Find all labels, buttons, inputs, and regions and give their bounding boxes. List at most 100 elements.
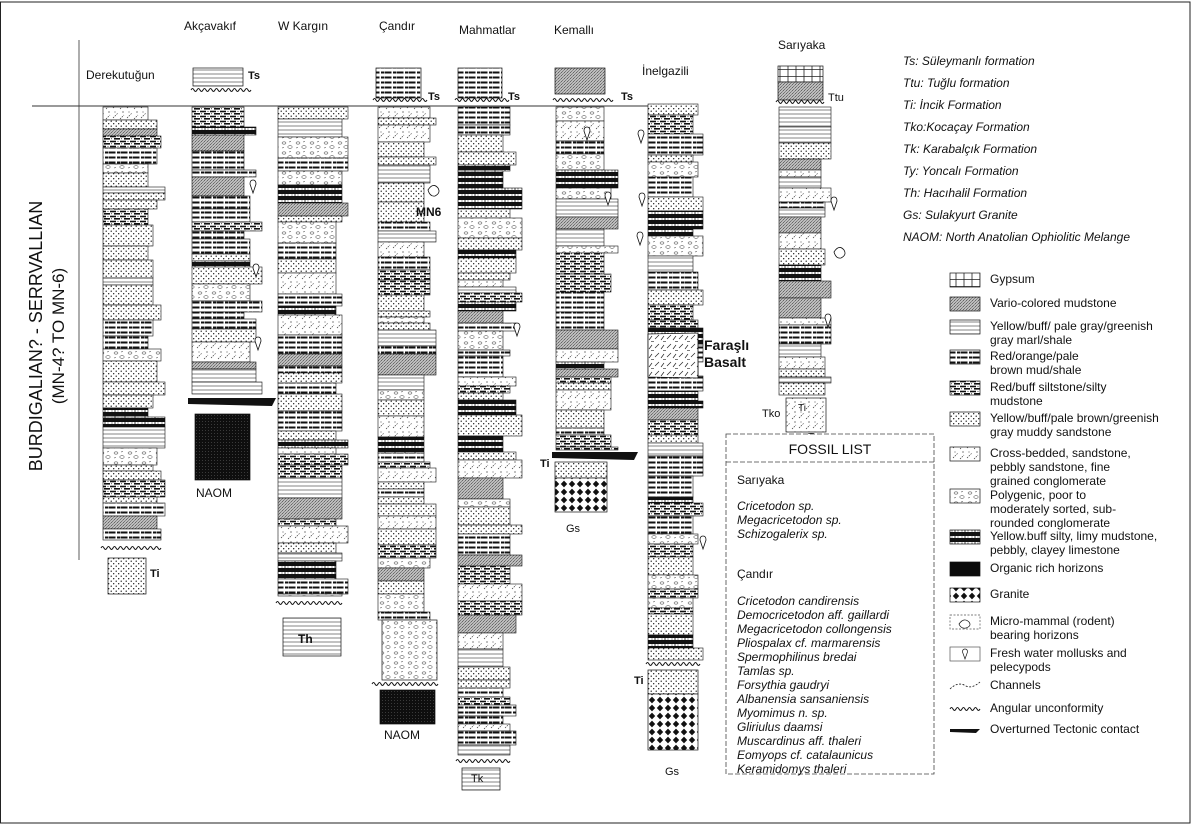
fossil-taxon: Megacricetodon collongensis	[737, 622, 892, 636]
bed-sand	[458, 507, 510, 525]
bed-congl	[648, 575, 698, 589]
bed-marl	[103, 427, 165, 448]
bed-silt	[556, 253, 604, 274]
column-sariyaka	[779, 107, 831, 395]
legend-label-mammal: Micro-mammal (rodent)	[990, 614, 1115, 628]
bed-cross	[556, 390, 611, 410]
section-name-sariyaka: Sarıyaka	[778, 38, 826, 52]
bed-sand	[103, 173, 148, 187]
bed-ti-inelgazili	[648, 670, 698, 694]
bed-lime	[278, 440, 348, 448]
bed-mud	[556, 292, 604, 312]
fossil-taxon: Keramidomys thaleri	[737, 762, 847, 776]
legend-label-mud: Red/orange/pale	[990, 349, 1079, 363]
bed-silt	[648, 320, 698, 328]
bed-sand	[378, 183, 424, 202]
bed-cross	[278, 526, 348, 543]
farasli-basalt-body	[648, 333, 698, 378]
legend-swatch-congl	[950, 489, 980, 503]
bed-vario	[556, 369, 618, 377]
bed-mud	[458, 356, 503, 377]
unit-label-gs-inelgazili: Gs	[665, 766, 680, 778]
bed-cross	[378, 107, 430, 118]
bed-cross	[556, 121, 604, 141]
bed-sand	[378, 581, 424, 594]
formation-item: Tk: Karabalçık Formation	[903, 142, 1037, 156]
mollusk-marker-3	[514, 323, 520, 336]
bed-sand	[378, 118, 436, 125]
bed-cross	[378, 242, 424, 257]
bed-vario	[378, 354, 436, 375]
fossil-taxon: Schizogalerix sp.	[737, 527, 828, 541]
bed-vario	[458, 478, 503, 499]
bed-vario	[458, 555, 522, 566]
unit-label-mn6-candir: MN6	[416, 205, 442, 219]
bed-vario	[192, 177, 244, 196]
unconformity-candir	[373, 99, 427, 102]
bed-silt	[192, 222, 262, 231]
bed-vario	[779, 217, 821, 233]
unit-label-naom-akcavakif: NAOM	[196, 486, 232, 500]
bed-cross	[278, 315, 342, 335]
bed-silt	[648, 305, 693, 320]
bed-sand	[458, 680, 510, 688]
bed-sand	[103, 260, 153, 278]
unit-label-th-wkargin: Th	[298, 632, 313, 646]
bed-lime	[779, 271, 821, 281]
fossil-taxon: Spermophilinus bredai	[737, 650, 857, 664]
legend-label-cross: grained conglomerate	[990, 474, 1106, 488]
bed-silt	[458, 293, 522, 302]
legend-label-vario: Vario-colored mudstone	[990, 296, 1117, 310]
unit-label-ti-derekutugun: Ti	[150, 568, 160, 580]
bed-mud	[378, 257, 430, 270]
fossil-locality: Çandır	[737, 567, 773, 581]
bed-sand	[779, 369, 825, 377]
section-name-candir: Çandır	[379, 19, 415, 33]
bed-vario	[278, 354, 342, 366]
bed-marl	[278, 478, 342, 498]
bed-mud	[192, 151, 244, 170]
bed-lime	[458, 302, 516, 311]
bed-lime	[648, 401, 703, 408]
bed-mud	[648, 134, 703, 155]
bed-cross	[103, 107, 148, 120]
bed-sand	[103, 361, 157, 382]
bed-mud	[648, 177, 693, 197]
legend-label-mollusk: pelecypods	[990, 660, 1051, 674]
legend-label-granite: Granite	[990, 587, 1030, 601]
bed-marl	[648, 443, 703, 456]
bed-lime	[556, 170, 618, 188]
bed-sand	[458, 393, 503, 400]
bed-sand	[278, 394, 342, 411]
bed-sand	[378, 504, 436, 516]
bed-silt	[103, 480, 165, 497]
unit-label-gs-kemalli: Gs	[566, 523, 581, 535]
legend-label-mammal: bearing horizons	[990, 628, 1079, 642]
unconformity-mahmatlar-base	[456, 760, 510, 763]
bed-mud	[192, 301, 262, 312]
bed-vario	[103, 516, 157, 529]
mammal-marker-candir	[428, 185, 439, 196]
mollusk-marker-7	[639, 193, 645, 206]
unconformity-wkargin	[276, 602, 342, 605]
bed-mud	[458, 705, 516, 716]
tectonic-contact-kemalli	[552, 452, 638, 460]
bed-vario	[779, 159, 821, 170]
bed-mud	[278, 366, 342, 373]
unit-label-ts-candir: Ts	[428, 91, 440, 103]
bed-mud	[779, 325, 831, 344]
bed-marl	[192, 369, 256, 382]
legend-label-mud: brown mud/shale	[990, 363, 1082, 377]
bed-congl	[648, 162, 698, 177]
bed-mud	[648, 516, 693, 534]
bed-silt	[556, 435, 611, 447]
bed-congl	[103, 448, 157, 465]
section-name-kemalli: Kemallı	[554, 23, 594, 37]
tectonic-contact-akcavakif	[188, 398, 276, 406]
bed-sand	[458, 273, 510, 280]
bed-lime	[458, 171, 503, 188]
bed-mud	[278, 158, 348, 171]
legend-label-marl: gray marl/shale	[990, 333, 1072, 347]
bed-vario	[378, 568, 424, 581]
bed-mud	[378, 453, 424, 462]
